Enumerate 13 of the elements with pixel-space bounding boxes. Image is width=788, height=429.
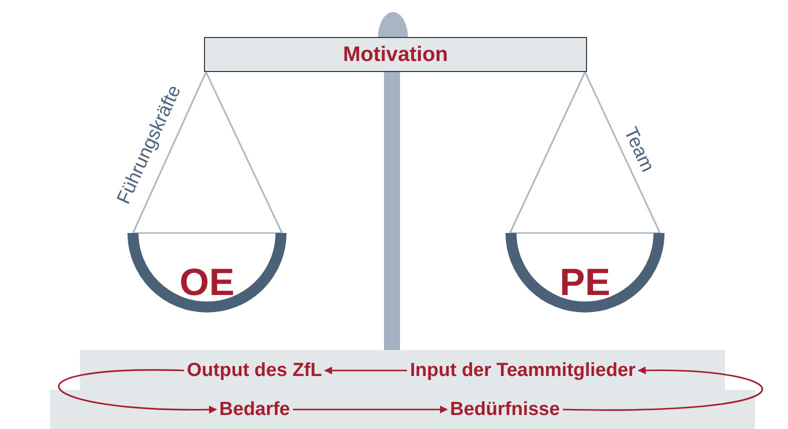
arrow [562, 366, 763, 411]
beam-box [204, 37, 587, 72]
pan-label: OE [180, 262, 234, 304]
step-label: Bedarfe [50, 391, 342, 429]
beam-label: Motivation [343, 42, 448, 66]
string-label: Team [618, 124, 658, 176]
arrow [293, 406, 448, 414]
step-label: Bedürfnisse [386, 391, 755, 429]
step-label: Output des ZfL [80, 352, 342, 390]
pan-label: PE [560, 262, 610, 304]
arrow [58, 369, 218, 414]
arrow [324, 366, 407, 374]
step-label: Input der Teammitglieder [386, 352, 725, 390]
